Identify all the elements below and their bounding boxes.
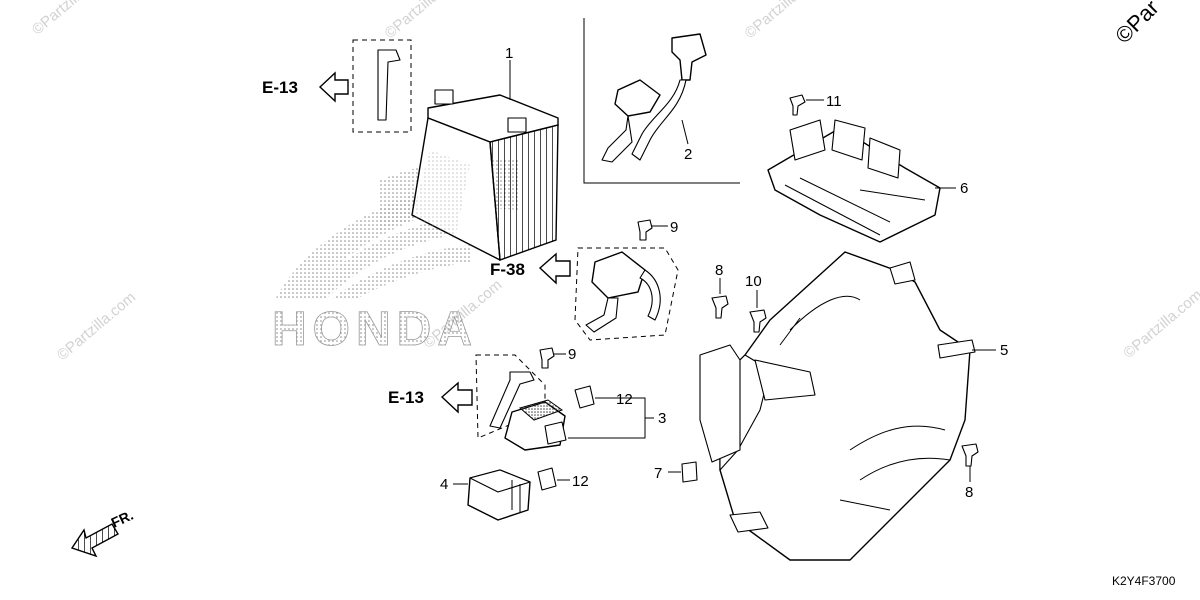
clip-nut-part xyxy=(681,461,698,483)
box-bracket xyxy=(699,344,741,463)
cover-ribs xyxy=(784,177,926,236)
honda-brand-text: HONDA xyxy=(272,303,478,356)
callout-9-lower: 9 xyxy=(568,346,576,363)
bolt-part xyxy=(637,219,653,241)
relay-top xyxy=(469,469,531,493)
battery xyxy=(411,89,559,261)
clip-part xyxy=(789,94,806,116)
divider xyxy=(583,18,740,184)
callout-8: 8 xyxy=(715,262,723,279)
callout-6: 6 xyxy=(960,180,968,197)
callout-8-right: 8 xyxy=(965,484,973,501)
dashed-box xyxy=(352,39,412,133)
battery-cover xyxy=(767,119,941,243)
ref-label: E-13 xyxy=(262,78,298,97)
battery-terminal xyxy=(434,89,454,105)
screw-part xyxy=(961,443,979,467)
corner-copyright: ©Par xyxy=(1110,0,1163,48)
bolt-part xyxy=(539,347,555,369)
dashed-box xyxy=(475,354,546,439)
cable-wire xyxy=(639,269,661,321)
box-ribs xyxy=(779,295,861,346)
watermark: ©Partzilla.com xyxy=(381,0,466,42)
leader-line xyxy=(681,119,689,145)
drawing-code: K2Y4F3700 xyxy=(1112,574,1176,588)
cable-connector xyxy=(591,251,646,299)
box-mount xyxy=(754,359,816,401)
callout-7: 7 xyxy=(654,465,662,482)
arrow-left-icon xyxy=(538,252,571,285)
callout-2: 2 xyxy=(684,146,692,163)
relay-plug xyxy=(544,421,567,445)
relay-bracket xyxy=(489,371,535,429)
cable-lug xyxy=(585,297,619,333)
ref-label: F-38 xyxy=(490,260,525,279)
callout-12-lower: 12 xyxy=(572,473,589,490)
watermark: ©Partzilla.com xyxy=(1120,286,1200,361)
box-ribs xyxy=(839,425,951,511)
relay xyxy=(467,469,531,521)
front-label: FR. xyxy=(109,507,136,531)
cable-wire xyxy=(631,79,687,161)
callout-12: 12 xyxy=(616,391,633,408)
callout-10: 10 xyxy=(745,273,762,290)
dashed-box xyxy=(574,247,679,341)
cable-lug xyxy=(601,115,633,163)
box-foot xyxy=(729,511,769,533)
screw-part xyxy=(749,309,767,333)
callout-5: 5 xyxy=(1000,342,1008,359)
ref-label: E-13 xyxy=(388,388,424,407)
battery-terminal-cable xyxy=(377,49,401,121)
box-tab xyxy=(889,261,916,285)
screw-part xyxy=(711,295,729,319)
fuse-part xyxy=(537,467,557,491)
cover-tab xyxy=(867,137,901,179)
arrow-front-icon xyxy=(70,523,119,558)
ref-e13-top: E-13 xyxy=(262,39,412,133)
ref-f38: F-38 xyxy=(490,247,679,341)
arrow-left-icon xyxy=(440,381,473,414)
battery-terminal xyxy=(507,117,527,133)
callout-11: 11 xyxy=(826,93,842,110)
cable-terminal-cap xyxy=(671,33,707,81)
ref-e13-lower: E-13 xyxy=(388,354,546,439)
watermark: ©Partzilla.com xyxy=(741,0,826,42)
callout-9: 9 xyxy=(670,219,678,236)
battery-side xyxy=(489,124,559,261)
cable-connector xyxy=(614,79,661,117)
callout-3: 3 xyxy=(658,410,666,427)
cover-tab xyxy=(789,119,826,161)
watermark: ©Partzilla.com xyxy=(54,289,139,364)
battery-cable xyxy=(601,33,707,163)
relay-ribs xyxy=(511,480,521,512)
callout-4: 4 xyxy=(440,476,448,493)
front-direction-indicator: FR. xyxy=(70,507,136,558)
cover-tab xyxy=(831,119,866,161)
box-tab xyxy=(937,339,976,359)
callout-1: 1 xyxy=(505,45,513,62)
battery-box xyxy=(699,251,976,561)
relay-assembly xyxy=(504,399,567,451)
fuse-part xyxy=(574,385,595,409)
watermark: ©Partzilla.com xyxy=(29,0,114,38)
arrow-left-icon xyxy=(318,71,349,103)
